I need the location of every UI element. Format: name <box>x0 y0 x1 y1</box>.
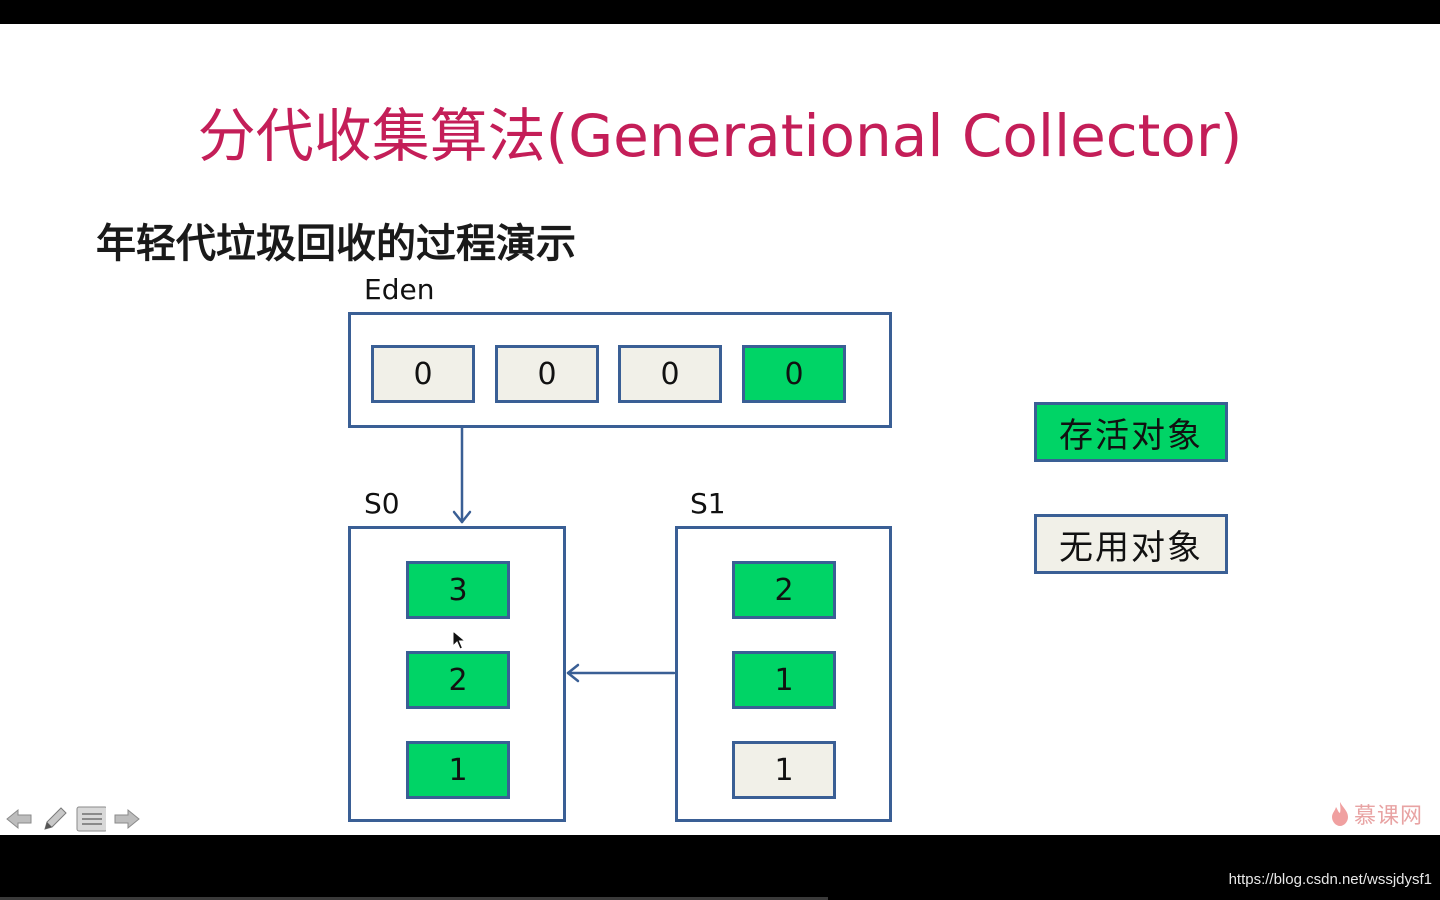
menu-icon[interactable] <box>76 804 106 834</box>
s0-object-3: 1 <box>406 741 510 799</box>
eden-object-3: 0 <box>618 345 722 403</box>
flame-icon <box>1332 802 1348 826</box>
eden-object-1: 0 <box>371 345 475 403</box>
slide-subtitle: 年轻代垃圾回收的过程演示 <box>96 221 576 267</box>
slide-title: 分代收集算法(Generational Collector) <box>197 102 1243 170</box>
s1-label: S1 <box>690 487 726 520</box>
brand-watermark: 慕课网 <box>1330 798 1423 830</box>
top-bar <box>0 0 1440 24</box>
s1-region: 2 1 1 <box>675 526 892 822</box>
mouse-cursor-icon <box>452 630 466 650</box>
s1-object-1: 2 <box>732 561 836 619</box>
slide-toolbar <box>4 802 142 835</box>
s0-object-2: 2 <box>406 651 510 709</box>
slide: 分代收集算法(Generational Collector) 年轻代垃圾回收的过… <box>0 24 1440 835</box>
flow-arrows <box>452 426 676 683</box>
legend-dead: 无用对象 <box>1034 514 1228 574</box>
s1-to-s0-arrow <box>566 663 676 683</box>
s0-object-1: 3 <box>406 561 510 619</box>
progress-bar <box>0 897 828 900</box>
pen-icon[interactable] <box>40 804 70 834</box>
eden-object-4: 0 <box>742 345 846 403</box>
eden-region: 0 0 0 0 <box>348 312 892 428</box>
s1-object-2: 1 <box>732 651 836 709</box>
watermark-url: https://blog.csdn.net/wssjdysf1 <box>1228 871 1432 888</box>
s0-region: 3 2 1 <box>348 526 566 822</box>
s1-object-3: 1 <box>732 741 836 799</box>
eden-object-2: 0 <box>495 345 599 403</box>
arrow-right-icon[interactable] <box>112 804 142 834</box>
s0-label: S0 <box>364 487 400 520</box>
brand-text: 慕课网 <box>1354 804 1424 829</box>
arrow-left-icon[interactable] <box>4 804 34 834</box>
eden-label: Eden <box>364 273 435 306</box>
legend-live: 存活对象 <box>1034 402 1228 462</box>
eden-to-s0-arrow <box>452 426 472 524</box>
bottom-bar <box>0 835 1440 900</box>
